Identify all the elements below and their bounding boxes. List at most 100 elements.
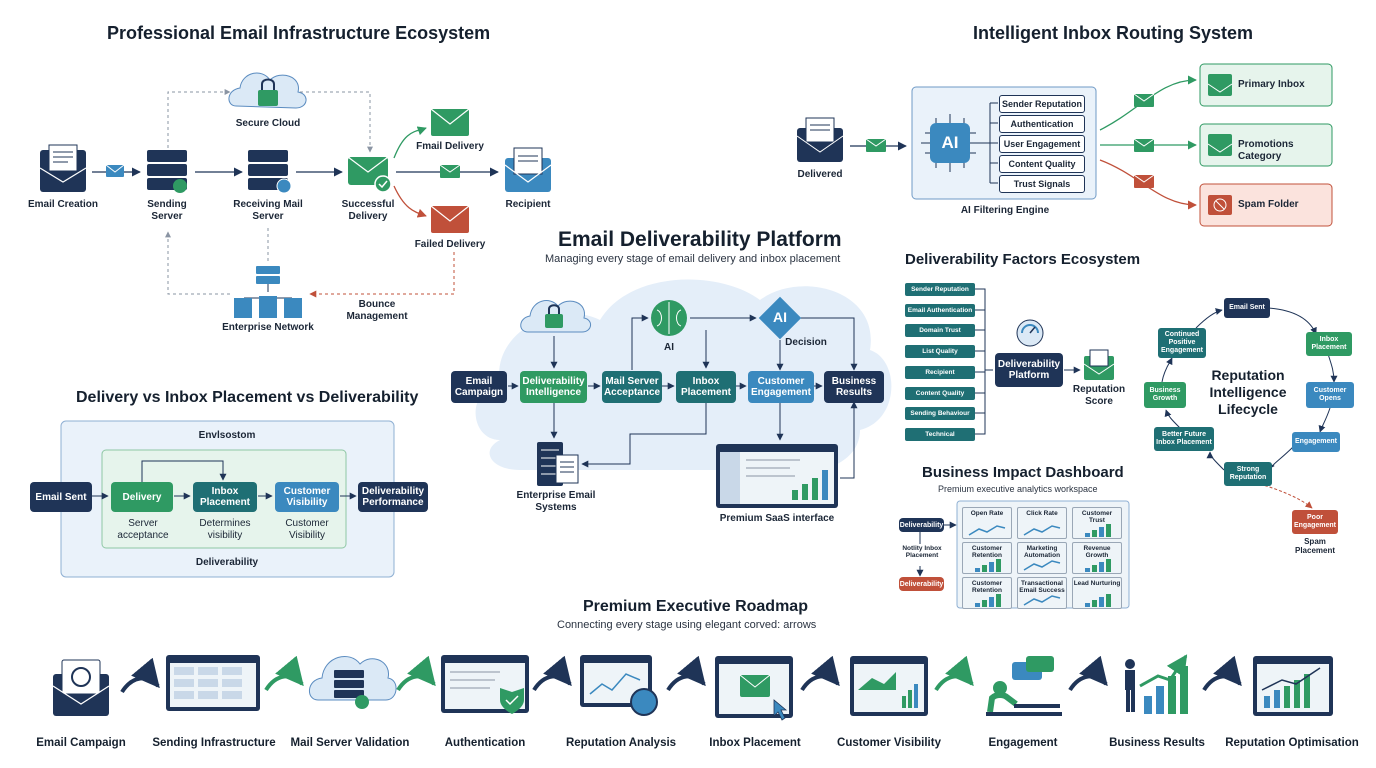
- dashboard-deliverability: Deliverability: [899, 518, 944, 532]
- comparison-envelope-label: Envlsostom: [198, 430, 256, 441]
- mail-server-acceptance-node: Mail Server Acceptance: [602, 371, 662, 403]
- email-delivery-label: Fmail Delivery: [416, 141, 484, 152]
- roadmap-sending-infrastructure-icon: [166, 655, 260, 711]
- ai-filtering-engine-label: AI Filtering Engine: [960, 205, 1050, 216]
- delivered-envelope-icon: [796, 117, 844, 162]
- comparison-footer: Deliverability: [195, 557, 259, 568]
- lifecycle-business-growth: Business Growth: [1144, 382, 1186, 408]
- ai-chip-icon: [921, 114, 980, 172]
- platform-subtitle: Managing every stage of email delivery a…: [545, 253, 841, 265]
- dashboard-tile-label: Lead Nurturing: [1073, 580, 1121, 587]
- lifecycle-customer-opens: Customer Opens: [1306, 382, 1354, 408]
- lifecycle-strong-reputation: Strong Reputation: [1224, 462, 1272, 486]
- tile-line: [968, 525, 1006, 536]
- email-creation-label: Email Creation: [27, 199, 99, 210]
- deliverability-platform-node: Deliverability Platform: [995, 353, 1063, 387]
- roadmap-step-authentication: Authentication: [444, 737, 526, 749]
- platform-title: Email Deliverability Platform: [558, 228, 842, 251]
- roadmap-reputation-optimisation-icon: [1253, 656, 1333, 716]
- spam-folder-label: Spam Folder: [1238, 199, 1299, 210]
- factor-recipient-engagement: Recipient Engagement: [905, 366, 975, 389]
- dashboard-tile-label: Marketing Automation: [1023, 545, 1061, 559]
- dashboard-tile-sparkline: [975, 559, 1001, 572]
- email-creation-icon: [39, 144, 87, 192]
- promotions-icon: [1207, 134, 1233, 156]
- tile-bar: [1099, 527, 1104, 537]
- bounce-management-label: Bounce Management: [346, 299, 408, 322]
- dashboard-subtitle: Premium executive analytics workspace: [938, 484, 1098, 494]
- saas-interface-icon: [716, 444, 838, 508]
- tile-bar: [1092, 530, 1097, 537]
- lifecycle-engagement: Engagement: [1292, 432, 1340, 452]
- determines-visibility-note: Determines visibility: [199, 518, 251, 541]
- failed-delivery-icon: [430, 205, 470, 233]
- roadmap-engagement-icon: [986, 656, 1062, 716]
- dashboard-tile-sparkline: [1023, 560, 1061, 571]
- dashboard-note: Notlity Inbox Placement: [902, 545, 942, 559]
- recipient-label: Recipient: [505, 199, 551, 210]
- tile-bar: [982, 600, 987, 607]
- tile-bar: [1085, 533, 1090, 537]
- roadmap-step-mail-server-validation: Mail Server Validation: [290, 737, 410, 749]
- dashboard-tile-label: Transactional Email Success: [1019, 580, 1065, 594]
- lifecycle-email-sent: Email Sent: [1224, 298, 1270, 318]
- factor-email-authentication: Email Authentication: [905, 304, 975, 317]
- signal-trust-signals: Trust Signals: [999, 175, 1085, 193]
- tile-bar: [996, 559, 1001, 572]
- secure-cloud-label: Secure Cloud: [235, 118, 301, 129]
- roadmap-step-email-campaign: Email Campaign: [36, 737, 126, 749]
- roadmap-graphics: [52, 654, 1333, 721]
- ai-brain-label: AI: [664, 342, 674, 353]
- dashboard-tile: Customer Trust: [1072, 507, 1122, 539]
- roadmap-step-reputation-optimisation: Reputation Optimisation: [1225, 737, 1359, 749]
- inbox-placement-node: Inbox Placement: [676, 371, 736, 403]
- routing-title: Intelligent Inbox Routing System: [973, 23, 1254, 43]
- dashboard-tile-sparkline: [1023, 595, 1061, 606]
- customer-visibility-node: Customer Visibility: [275, 482, 339, 512]
- dashboard-tile: Customer Retention: [962, 542, 1012, 574]
- sending-server-label: Sending Server: [147, 199, 187, 222]
- roadmap-step-customer-visibility: Customer Visibility: [837, 737, 941, 749]
- tile-bar: [1106, 524, 1111, 537]
- dashboard-tile-sparkline: [1085, 559, 1111, 572]
- successful-delivery-icon: [347, 156, 392, 193]
- dashboard-tile-label: Customer Retention: [971, 545, 1003, 559]
- dashboard-title: Business Impact Dashboard: [922, 464, 1124, 481]
- dashboard-tile-label: Customer Retention: [971, 580, 1003, 594]
- tile-bar: [1092, 600, 1097, 607]
- tile-bar: [1099, 562, 1104, 572]
- inbox-placement-comparison-node: Inbox Placement: [193, 482, 257, 512]
- dashboard-tile-sparkline: [975, 594, 1001, 607]
- signal-user-engagement: User Engagement: [999, 135, 1085, 153]
- reputation-score-label: Reputation Score: [1072, 384, 1126, 407]
- lifecycle-spam-placement: Spam Placement: [1294, 537, 1336, 555]
- lifecycle-continued-engagement: Continued Positive Engagement: [1158, 328, 1206, 358]
- spam-folder-icon: [1208, 195, 1232, 215]
- dashboard-tile-label: Customer Trust: [1081, 510, 1113, 524]
- dashboard-tile-label: Open Rate: [970, 510, 1004, 517]
- tile-line: [1023, 560, 1061, 571]
- enterprise-systems-icon: [537, 442, 579, 486]
- lifecycle-better-future: Better Future Inbox Placement: [1154, 427, 1214, 451]
- roadmap-subtitle: Connecting every stage using elegant cor…: [557, 619, 817, 631]
- dashboard-tile: Transactional Email Success: [1017, 577, 1067, 609]
- secure-cloud-icon: [228, 72, 307, 109]
- factor-list-quality: List Quality: [905, 345, 975, 358]
- ai-chip-text: AI: [941, 133, 959, 152]
- infra-graphics: [39, 72, 552, 318]
- dashboard-tile-sparkline: [1023, 525, 1061, 536]
- tile-line: [1023, 525, 1061, 536]
- signal-authentication: Authentication: [999, 115, 1085, 133]
- dashboard-bad-deliverability: Deliverability: [899, 577, 944, 591]
- factor-sending-behaviour: Sending Behaviour: [905, 407, 975, 420]
- roadmap-title: Premium Executive Roadmap: [583, 598, 808, 615]
- dashboard-tile: Click Rate: [1017, 507, 1067, 539]
- roadmap-authentication-icon: [441, 655, 529, 714]
- comparison-title: Delivery vs Inbox Placement vs Deliverab…: [76, 389, 419, 406]
- factor-content-quality: Content Quality: [905, 387, 975, 400]
- saas-label: Premium SaaS interface: [719, 513, 835, 524]
- tile-bar: [996, 594, 1001, 607]
- tile-bar: [982, 565, 987, 572]
- recipient-icon: [504, 147, 552, 192]
